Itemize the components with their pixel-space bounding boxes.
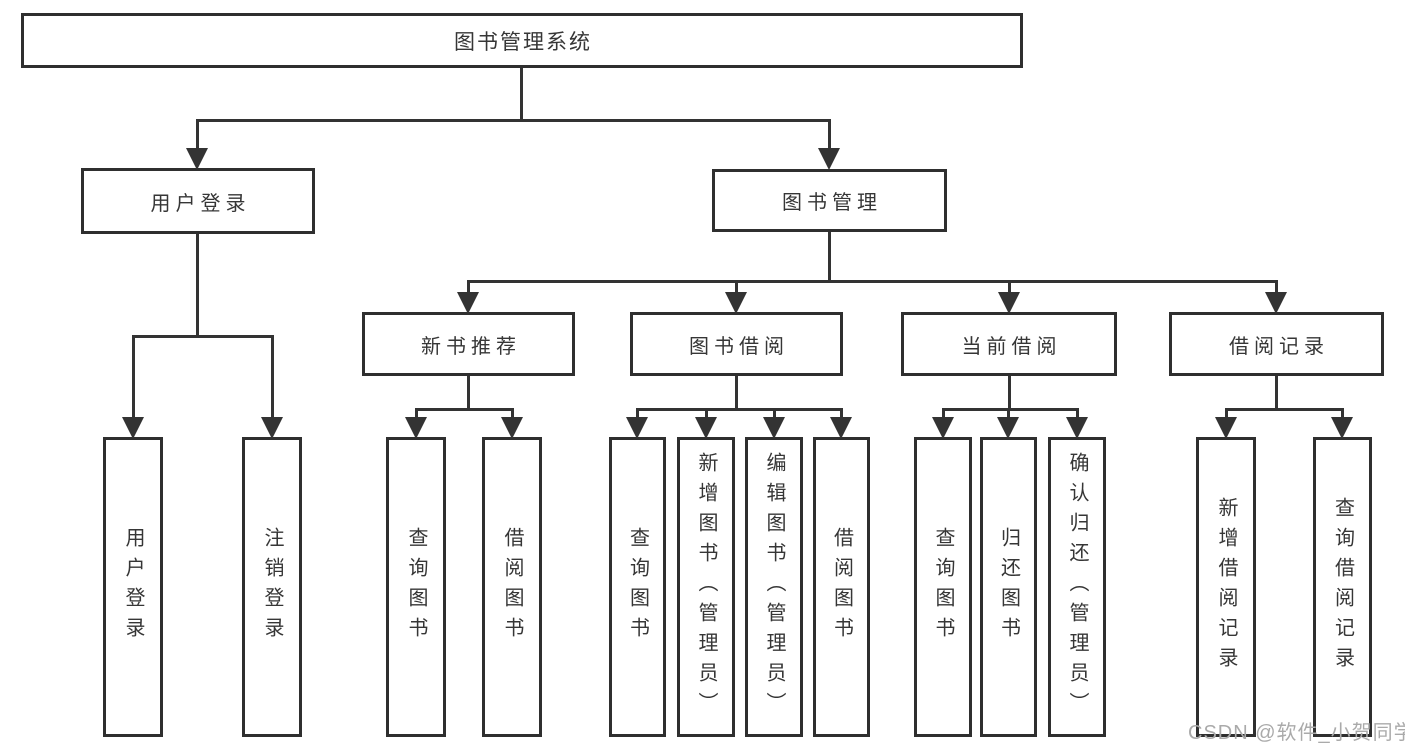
connector-branch-2-1 bbox=[270, 335, 274, 417]
connector-branch-1-0 bbox=[466, 280, 470, 292]
connector-stub-3 bbox=[466, 376, 470, 411]
node-borrowing-records: 借阅记录 bbox=[1169, 312, 1384, 376]
arrow-down-icon bbox=[932, 417, 954, 439]
connector-stub-5 bbox=[1007, 376, 1011, 411]
connector-branch-4-3 bbox=[839, 408, 843, 417]
connector-branch-0-0 bbox=[195, 119, 199, 148]
node-book-borrowing: 图书借阅 bbox=[630, 312, 843, 376]
connector-branch-1-3 bbox=[1274, 280, 1278, 292]
connector-branch-4-1 bbox=[704, 408, 708, 417]
connector-branch-2-0 bbox=[131, 335, 135, 417]
node-label-leaf-user-login: 用户登录 bbox=[122, 527, 144, 647]
node-label-leaf-borrowing-add-book: 新增图书（管理员） bbox=[695, 452, 717, 722]
connector-branch-4-0 bbox=[635, 408, 639, 417]
connector-branch-1-2 bbox=[1007, 280, 1011, 292]
node-leaf-user-login: 用户登录 bbox=[103, 437, 163, 737]
connector-branch-3-1 bbox=[510, 408, 514, 417]
arrow-down-icon bbox=[626, 417, 648, 439]
arrow-down-icon bbox=[1331, 417, 1353, 439]
node-label-root: 图书管理系统 bbox=[454, 30, 592, 54]
node-label-leaf-recommend-query-book: 查询图书 bbox=[405, 527, 427, 647]
node-label-book-borrowing: 图书借阅 bbox=[689, 335, 789, 358]
node-leaf-records-query-record: 查询借阅记录 bbox=[1313, 437, 1372, 737]
node-user-login: 用户登录 bbox=[81, 168, 315, 234]
node-book-management: 图书管理 bbox=[712, 169, 947, 232]
node-label-leaf-logout-login: 注销登录 bbox=[261, 527, 283, 647]
connector-bar-1 bbox=[466, 280, 1278, 283]
node-root: 图书管理系统 bbox=[21, 13, 1023, 68]
connector-branch-6-1 bbox=[1340, 408, 1344, 417]
connector-bar-6 bbox=[1224, 408, 1344, 411]
arrow-down-icon bbox=[457, 292, 479, 314]
connector-stub-2 bbox=[195, 234, 199, 338]
connector-branch-5-0 bbox=[941, 408, 945, 417]
connector-stub-1 bbox=[827, 232, 831, 283]
arrow-down-icon bbox=[725, 292, 747, 314]
arrow-down-icon bbox=[998, 292, 1020, 314]
arrow-down-icon bbox=[830, 417, 852, 439]
node-leaf-borrowing-edit-book: 编辑图书（管理员） bbox=[745, 437, 803, 737]
arrow-down-icon bbox=[997, 417, 1019, 439]
connector-branch-1-1 bbox=[734, 280, 738, 292]
connector-branch-0-1 bbox=[827, 119, 831, 148]
connector-stub-6 bbox=[1274, 376, 1278, 411]
node-current-borrowing: 当前借阅 bbox=[901, 312, 1117, 376]
node-leaf-borrowing-add-book: 新增图书（管理员） bbox=[677, 437, 735, 737]
connector-bar-0 bbox=[195, 119, 831, 122]
arrow-down-icon bbox=[501, 417, 523, 439]
node-leaf-borrowing-query-book: 查询图书 bbox=[609, 437, 666, 737]
node-label-leaf-borrowing-edit-book: 编辑图书（管理员） bbox=[763, 452, 785, 722]
node-label-leaf-current-return-book: 归还图书 bbox=[997, 527, 1020, 647]
connector-stub-0 bbox=[519, 68, 523, 122]
arrow-down-icon bbox=[261, 417, 283, 439]
node-label-leaf-current-confirm-return: 确认归还（管理员） bbox=[1066, 452, 1088, 722]
node-label-current-borrowing: 当前借阅 bbox=[961, 335, 1062, 358]
node-leaf-current-return-book: 归还图书 bbox=[980, 437, 1037, 737]
connector-branch-4-2 bbox=[772, 408, 776, 417]
connector-stub-4 bbox=[734, 376, 738, 411]
arrow-down-icon bbox=[1066, 417, 1088, 439]
node-label-book-management: 图书管理 bbox=[782, 192, 882, 214]
node-leaf-records-add-record: 新增借阅记录 bbox=[1196, 437, 1256, 737]
arrow-down-icon bbox=[818, 148, 840, 170]
arrow-down-icon bbox=[695, 417, 717, 439]
node-new-book-recommend: 新书推荐 bbox=[362, 312, 575, 376]
node-label-leaf-records-add-record: 新增借阅记录 bbox=[1215, 497, 1237, 677]
connector-branch-5-2 bbox=[1075, 408, 1079, 417]
node-label-borrowing-records: 借阅记录 bbox=[1229, 335, 1329, 358]
connector-branch-6-0 bbox=[1224, 408, 1228, 417]
csdn-watermark: CSDN @软件_小贺同学 bbox=[1188, 722, 1405, 744]
node-label-leaf-borrowing-query-book: 查询图书 bbox=[626, 527, 649, 647]
connector-bar-5 bbox=[941, 408, 1079, 411]
node-label-user-login: 用户登录 bbox=[150, 192, 251, 215]
connector-bar-3 bbox=[414, 408, 514, 411]
arrow-down-icon bbox=[1215, 417, 1237, 439]
node-leaf-logout-login: 注销登录 bbox=[242, 437, 302, 737]
arrow-down-icon bbox=[405, 417, 427, 439]
connector-bar-2 bbox=[131, 335, 274, 338]
node-leaf-current-query-book: 查询图书 bbox=[914, 437, 972, 737]
node-label-leaf-records-query-record: 查询借阅记录 bbox=[1331, 497, 1354, 677]
node-leaf-recommend-borrow-book: 借阅图书 bbox=[482, 437, 542, 737]
node-label-leaf-borrowing-borrow-book: 借阅图书 bbox=[830, 527, 853, 647]
connector-branch-3-0 bbox=[414, 408, 418, 417]
node-label-leaf-recommend-borrow-book: 借阅图书 bbox=[501, 527, 523, 647]
connector-branch-5-1 bbox=[1006, 408, 1010, 417]
node-leaf-current-confirm-return: 确认归还（管理员） bbox=[1048, 437, 1106, 737]
arrow-down-icon bbox=[1265, 292, 1287, 314]
arrow-down-icon bbox=[763, 417, 785, 439]
node-leaf-recommend-query-book: 查询图书 bbox=[386, 437, 446, 737]
arrow-down-icon bbox=[186, 148, 208, 170]
connector-bar-4 bbox=[635, 408, 843, 411]
node-leaf-borrowing-borrow-book: 借阅图书 bbox=[813, 437, 870, 737]
node-label-leaf-current-query-book: 查询图书 bbox=[932, 527, 954, 647]
node-label-new-book-recommend: 新书推荐 bbox=[421, 335, 521, 358]
arrow-down-icon bbox=[122, 417, 144, 439]
